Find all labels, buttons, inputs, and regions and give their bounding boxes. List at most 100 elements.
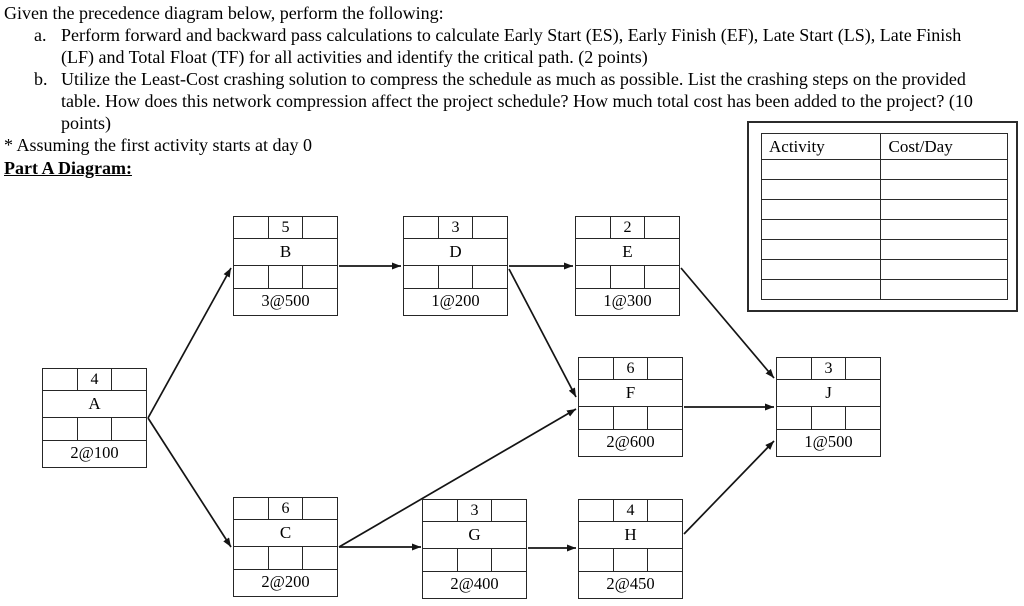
node-F-duration-cell: 6: [614, 358, 649, 379]
node-G-name: G: [423, 522, 526, 549]
node-J-lf-cell: [846, 407, 880, 429]
node-A-top-row: 4: [43, 369, 146, 391]
question-item-b-text: Utilize the Least-Cost crashing solution…: [61, 69, 973, 133]
node-A-lf-cell: [112, 418, 146, 440]
node-G-tf-cell: [458, 549, 493, 571]
question-item-b-label: b.: [34, 69, 48, 89]
node-C-ls-cell: [234, 547, 269, 569]
node-F: 6 F 2@600: [578, 357, 683, 457]
node-B-top-row: 5: [234, 217, 337, 239]
node-J-crash-label: 1@500: [804, 431, 853, 451]
node-C-top-row: 6: [234, 498, 337, 520]
node-J-top-row: 3: [777, 358, 880, 380]
node-C-crash-label: 2@200: [261, 571, 310, 591]
node-B-tf-cell: [269, 266, 304, 288]
node-F-ls-cell: [579, 407, 614, 429]
node-J-bottom-row: [777, 407, 880, 430]
node-B-lf-cell: [303, 266, 337, 288]
node-G: 3 G 2@400: [422, 499, 527, 599]
edge-A-B: [147, 267, 232, 419]
node-B-duration-cell: 5: [269, 217, 304, 238]
crash-table-header-activity: Activity: [760, 133, 882, 160]
node-E-crash-label: 1@300: [603, 290, 652, 310]
crash-table-cost-cell: [880, 239, 1008, 260]
crash-table-activity-cell: [760, 219, 882, 240]
crash-table-empty-row: [760, 179, 1008, 200]
crash-table-cost-cell: [880, 219, 1008, 240]
node-G-lf-cell: [492, 549, 526, 571]
crash-table-header-cost: Cost/Day: [880, 133, 1008, 160]
node-C-name: C: [234, 520, 337, 547]
node-C-lf-cell: [303, 547, 337, 569]
node-D: 3 D 1@200: [403, 216, 508, 316]
crash-table-cost-cell: [880, 259, 1008, 280]
crash-table-empty-row: [760, 219, 1008, 240]
node-F-es-cell: [579, 358, 614, 379]
node-H: 4 H 2@450: [578, 499, 683, 599]
question-item-a-text: Perform forward and backward pass calcul…: [61, 25, 962, 67]
node-G-bottom-row: [423, 549, 526, 572]
node-G-ls-cell: [423, 549, 458, 571]
node-D-top-row: 3: [404, 217, 507, 239]
node-D-tf-cell: [439, 266, 474, 288]
node-D-lf-cell: [473, 266, 507, 288]
node-E-tf-cell: [611, 266, 646, 288]
node-E-top-row: 2: [576, 217, 679, 239]
crash-table-activity-cell: [760, 259, 882, 280]
node-C-tf-cell: [269, 547, 304, 569]
node-H-tf-cell: [614, 549, 649, 571]
edge-D-F: [508, 268, 577, 398]
node-E-lf-cell: [645, 266, 679, 288]
node-A-crash-label: 2@100: [70, 442, 119, 462]
node-B-crash-label: 3@500: [261, 290, 310, 310]
node-D-duration-cell: 3: [439, 217, 474, 238]
node-G-duration-cell: 3: [458, 500, 493, 521]
crash-table-empty-row: [760, 239, 1008, 260]
node-F-lf-cell: [648, 407, 682, 429]
crash-table: Activity Cost/Day: [760, 133, 1008, 300]
node-F-crash-label: 2@600: [606, 431, 655, 451]
node-H-crash-label: 2@450: [606, 573, 655, 593]
node-H-top-row: 4: [579, 500, 682, 522]
node-E-ef-cell: [645, 217, 679, 238]
node-H-ls-cell: [579, 549, 614, 571]
node-H-duration-cell: 4: [614, 500, 649, 521]
crash-table-cost-cell: [880, 159, 1008, 180]
node-E-name: E: [576, 239, 679, 266]
node-D-crash-label: 1@200: [431, 290, 480, 310]
node-E: 2 E 1@300: [575, 216, 680, 316]
node-A-es-cell: [43, 369, 78, 390]
node-D-name: D: [404, 239, 507, 266]
node-E-duration-cell: 2: [611, 217, 646, 238]
edge-H-J: [683, 440, 775, 535]
node-A-tf-cell: [78, 418, 113, 440]
node-A-ef-cell: [112, 369, 146, 390]
node-B-ls-cell: [234, 266, 269, 288]
node-C-duration-cell: 6: [269, 498, 304, 519]
node-F-ef-cell: [648, 358, 682, 379]
crash-table-activity-cell: [760, 279, 882, 300]
crash-table-empty-row: [760, 199, 1008, 220]
node-D-bottom-row: [404, 266, 507, 289]
node-J-duration-cell: 3: [812, 358, 847, 379]
crash-table-empty-row: [760, 159, 1008, 180]
question-item-a-label: a.: [34, 25, 47, 45]
node-B-name: B: [234, 239, 337, 266]
crash-table-activity-cell: [760, 159, 882, 180]
crash-table-cost-cell: [880, 179, 1008, 200]
question-text: Given the precedence diagram below, perf…: [4, 2, 1020, 179]
edge-A-C: [147, 417, 232, 548]
node-C: 6 C 2@200: [233, 497, 338, 597]
node-D-ls-cell: [404, 266, 439, 288]
node-G-ef-cell: [492, 500, 526, 521]
node-B: 5 B 3@500: [233, 216, 338, 316]
crash-table-empty-row: [760, 259, 1008, 280]
node-J-name: J: [777, 380, 880, 407]
node-E-es-cell: [576, 217, 611, 238]
question-intro: Given the precedence diagram below, perf…: [4, 3, 444, 23]
node-E-ls-cell: [576, 266, 611, 288]
section-title: Part A Diagram:: [4, 158, 132, 178]
node-J-es-cell: [777, 358, 812, 379]
crash-table-empty-row: [760, 279, 1008, 300]
crash-table-cost-cell: [880, 199, 1008, 220]
